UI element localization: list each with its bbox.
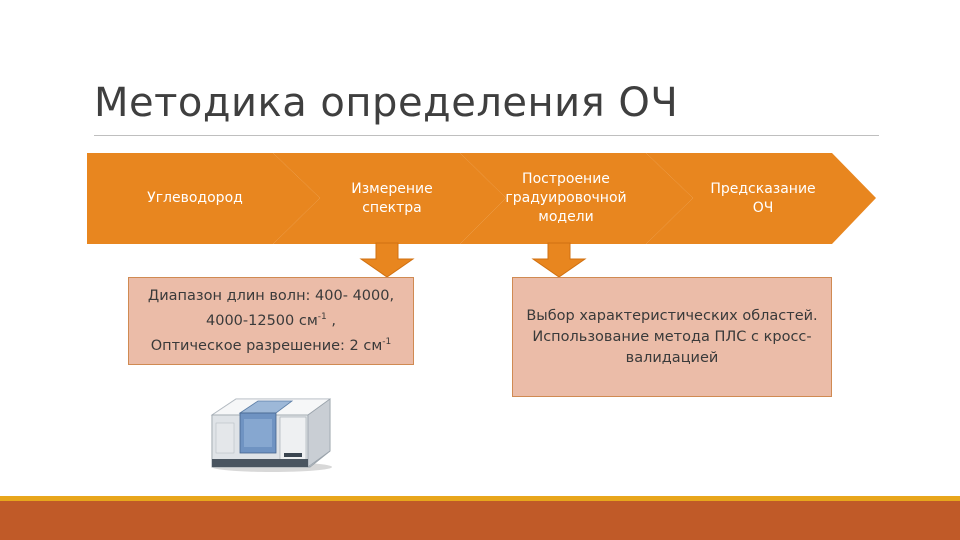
footer-accent-line — [0, 496, 960, 501]
model-line-1: Выбор характеристических областей. — [526, 307, 818, 324]
footer-bar — [0, 501, 960, 540]
model-line-2: Использование метода ПЛС с кросс- — [532, 328, 812, 345]
wavelength-range-line-2: 4000-12500 см-1 , — [206, 311, 336, 329]
model-method-box: Выбор характеристических областей. Испол… — [512, 277, 832, 397]
resolution-line: Оптическое разрешение: 2 см-1 — [150, 336, 392, 354]
spectrum-params-box: Диапазон длин волн: 400- 4000, 4000-1250… — [128, 277, 414, 365]
down-arrow-2 — [531, 242, 587, 278]
slide-title: Методика определения ОЧ — [94, 80, 679, 126]
down-arrow-1 — [359, 242, 415, 278]
ftir-spectrometer-icon — [210, 398, 332, 472]
step-label-hydrocarbon: Углеводород — [147, 190, 243, 206]
wavelength-range-line: Диапазон длин волн: 400- 4000, — [147, 287, 395, 304]
step-label-model: Построение градуировочной модели — [505, 171, 627, 225]
step-label-prediction: Предсказание ОЧ — [710, 180, 816, 216]
model-line-3: валидацией — [625, 349, 719, 366]
step-label-spectrum: Измерение спектра — [351, 180, 433, 216]
title-divider — [94, 135, 879, 136]
